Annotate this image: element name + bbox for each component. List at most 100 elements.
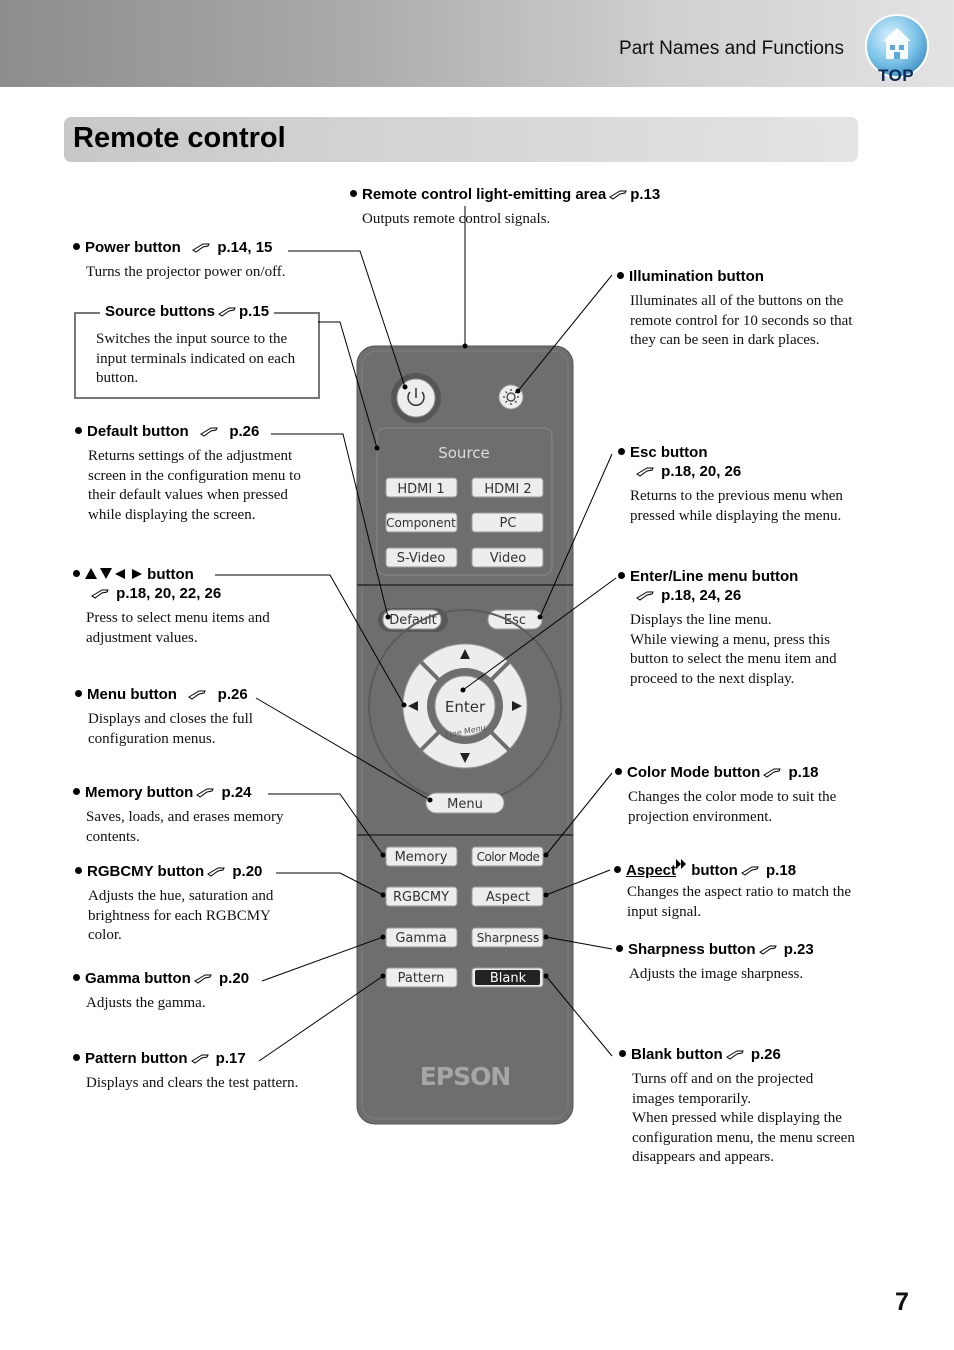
bullet-icon — [616, 945, 623, 952]
page-ref-icon — [609, 190, 628, 200]
page-ref-icon — [218, 307, 236, 317]
component-button: Component — [386, 516, 456, 530]
page-ref-icon — [193, 974, 212, 984]
hdmi1-button: HDMI 1 — [397, 482, 444, 497]
gamma-label: Gamma button p.20 — [73, 970, 249, 987]
video-button: Video — [490, 551, 526, 566]
power-icon — [407, 388, 425, 407]
sharpness-page-link[interactable]: p.23 — [783, 941, 814, 958]
up-arrow-icon — [460, 649, 470, 659]
esc-desc: Returns to the previous menu when presse… — [630, 488, 843, 524]
page-ref-icon — [207, 867, 226, 877]
page-number: 7 — [895, 1288, 909, 1316]
colormode-button: Color Mode — [477, 850, 540, 864]
right-arrow-icon — [132, 569, 142, 579]
epson-logo: EPSON — [420, 1062, 511, 1091]
blank-button: Blank — [490, 971, 527, 986]
arrows-label: button — [73, 566, 194, 583]
page-ref-icon — [740, 866, 759, 876]
pattern-desc: Displays and clears the test pattern. — [86, 1075, 299, 1091]
menu-page-link[interactable]: p.26 — [217, 686, 248, 703]
default-label: Default button p.26 — [75, 423, 259, 440]
default-page-link[interactable]: p.26 — [229, 423, 260, 440]
page-ref-icon — [190, 1054, 209, 1064]
rgbcmy-label: RGBCMY button p.20 — [75, 863, 262, 880]
aspect-link[interactable]: Aspect — [626, 862, 677, 879]
blank-page-link[interactable]: p.26 — [750, 1046, 781, 1063]
emitter-desc: Outputs remote control signals. — [362, 211, 551, 227]
page-ref-icon — [196, 788, 215, 798]
sharpness-label: Sharpness button p.23 — [616, 941, 814, 958]
source-box — [74, 312, 320, 399]
bullet-icon — [73, 243, 80, 250]
bullet-icon — [350, 190, 357, 197]
enter-page-link[interactable]: p.18, 24, 26 — [661, 587, 742, 604]
aspect-button: Aspect — [486, 890, 530, 905]
light-icon — [503, 389, 519, 405]
rgbcmy-page-link[interactable]: p.20 — [232, 863, 263, 880]
pc-button: PC — [500, 516, 517, 531]
page-header — [0, 0, 954, 87]
enter-label: Enter/Line menu button — [618, 568, 798, 585]
double-chevron-icon — [676, 859, 687, 869]
blank-label: Blank button p.26 — [619, 1046, 781, 1063]
colormode-label: Color Mode button p.18 — [615, 764, 819, 781]
colormode-desc: Changes the color mode to suit the proje… — [628, 789, 837, 825]
colormode-page-link[interactable]: p.18 — [788, 764, 819, 781]
enter-ref: p.18, 24, 26 — [633, 587, 741, 604]
menu-label: Menu button p.26 — [75, 686, 248, 703]
rgbcmy-desc: Adjusts the hue, saturation and brightne… — [88, 888, 274, 943]
page-ref-icon — [91, 589, 109, 599]
title-bar — [64, 117, 858, 162]
power-page-link[interactable]: p.14, 15 — [217, 239, 273, 256]
rgbcmy-button: RGBCMY — [393, 890, 449, 905]
pattern-button: Pattern — [398, 971, 445, 986]
aspect-desc: Changes the aspect ratio to match the in… — [627, 884, 852, 920]
svideo-button: S-Video — [397, 551, 446, 566]
gamma-desc: Adjusts the gamma. — [86, 995, 206, 1011]
section-title: Part Names and Functions — [619, 38, 844, 59]
esc-page-link[interactable]: p.18, 20, 26 — [661, 463, 742, 480]
bullet-icon — [73, 1054, 80, 1061]
esc-label: Esc button — [618, 444, 708, 461]
source-page-link[interactable]: p.15 — [239, 303, 270, 320]
hdmi2-button: HDMI 2 — [484, 482, 531, 497]
aspect-label: Aspect button p.18 — [614, 859, 796, 879]
page-ref-icon — [200, 427, 218, 437]
bullet-icon — [75, 690, 82, 697]
arrows-page-link[interactable]: p.18, 20, 22, 26 — [116, 585, 222, 602]
pattern-page-link[interactable]: p.17 — [215, 1050, 246, 1067]
down-arrow-icon — [460, 753, 470, 763]
top-label: TOP — [878, 66, 915, 85]
top-button[interactable]: TOP — [864, 14, 930, 86]
sharpness-desc: Adjusts the image sharpness. — [629, 966, 804, 982]
bullet-icon — [618, 572, 625, 579]
power-label: Power button p.14, 15 — [73, 239, 272, 256]
memory-page-link[interactable]: p.24 — [221, 784, 252, 801]
bullet-icon — [614, 866, 621, 873]
enter-desc: Displays the line menu. While viewing a … — [630, 612, 837, 687]
default-button: Default — [389, 613, 437, 628]
page-ref-icon — [188, 690, 207, 700]
source-header: Source — [438, 444, 490, 462]
bullet-icon — [73, 974, 80, 981]
bullet-icon — [75, 427, 82, 434]
memory-button: Memory — [395, 850, 448, 865]
right-arrow-icon — [512, 701, 522, 711]
left-arrow-icon — [408, 701, 418, 711]
gamma-page-link[interactable]: p.20 — [219, 970, 250, 987]
power-desc: Turns the projector power on/off. — [86, 264, 286, 280]
menu-desc: Displays and closes the full configurati… — [88, 711, 253, 747]
sharpness-button: Sharpness — [477, 931, 540, 945]
blank-desc: Turns off and on the projected images te… — [632, 1071, 855, 1165]
home-icon — [865, 14, 929, 78]
aspect-page-link[interactable]: p.18 — [766, 862, 797, 879]
emitter-page-link[interactable]: p.13 — [630, 186, 661, 203]
page-ref-icon — [763, 768, 782, 778]
gamma-button: Gamma — [395, 931, 446, 946]
bullet-icon — [619, 1050, 626, 1057]
bullet-icon — [618, 448, 625, 455]
